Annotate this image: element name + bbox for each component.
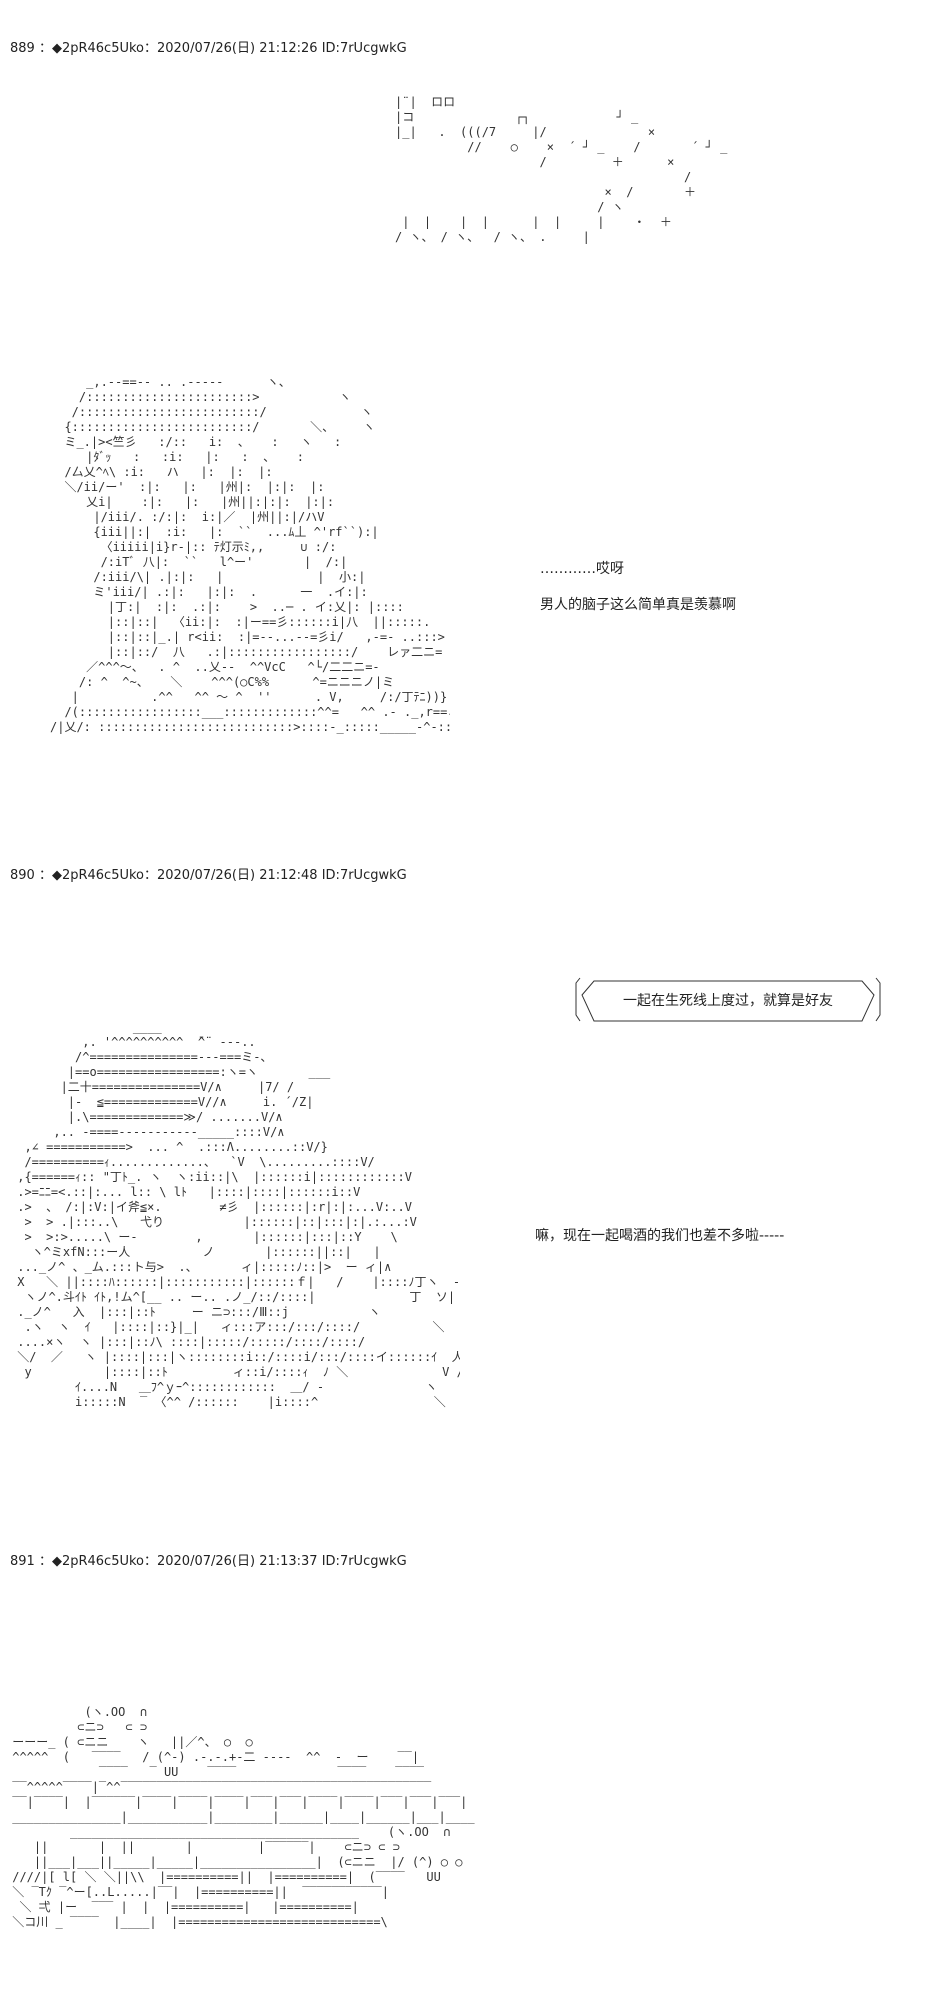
post-header-891: 891 ：◆2pR46c5Uko：2020/07/26(日) 21:13:37 …	[10, 1554, 407, 1569]
bubble-outline	[575, 977, 881, 1022]
dialogue-line: 嘛，现在一起喝酒的我们也差不多啦-----	[535, 1228, 785, 1244]
sfx-ascii-art: |¨| ロロ |コ ┌┐ ┘ _ |_| . (((/7 |/ × // ○ ×…	[395, 95, 728, 244]
bubble-text: 一起在生死线上度过，就算是好友	[623, 993, 833, 1009]
dialogue-line: 男人的脑子这么简单真是羡慕啊	[540, 597, 736, 613]
speech-bubble: 一起在生死线上度过，就算是好友	[572, 975, 884, 1025]
post-header-889: 889 ：◆2pR46c5Uko：2020/07/26(日) 21:12:26 …	[10, 41, 407, 56]
post-header-890: 890 ：◆2pR46c5Uko：2020/07/26(日) 21:12:48 …	[10, 868, 407, 883]
bottom-ascii-art: (ヽ.OO ∩ ⊂ニ⊃ ⊂ ⊃ ーーー_ ( ⊂ニニ ヽ ||／^、 ○ ○ ^…	[12, 1705, 475, 1929]
samurai-ascii-art: ____ ,. '^^^^^^^^^^ ̄^¨ ‐--.. /^========…	[17, 1020, 460, 1409]
dialogue-line: …………哎呀	[540, 561, 624, 577]
girl-ascii-art: _,.--==-- .. .----- ヽ、 /::::::::::::::::…	[50, 375, 450, 734]
